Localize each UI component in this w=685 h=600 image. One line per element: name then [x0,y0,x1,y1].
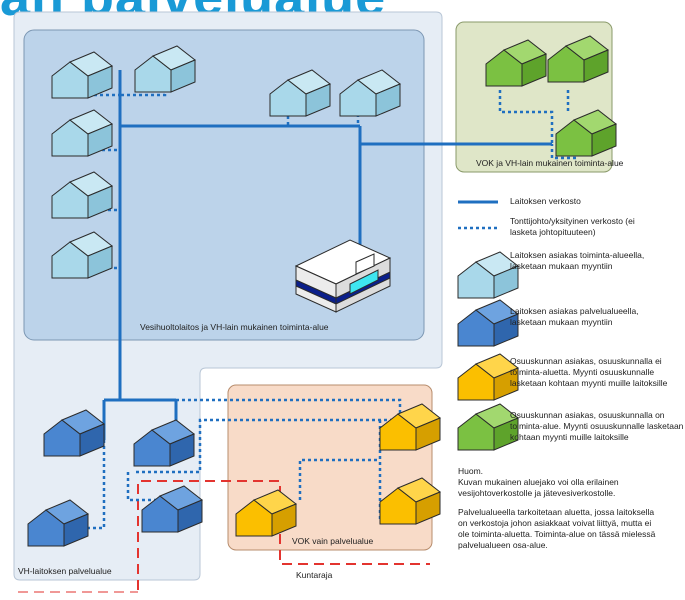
note-line3: vesijohtoverkostolle ja jätevesiverkosto… [458,488,616,498]
legend-orange-house-icon [457,353,519,401]
legend-dark-blue-house-icon [457,299,519,347]
vok-service-area-label: VOK vain palvelualue [292,536,374,546]
water-plant-icon [294,239,392,313]
legend-private-network-line2: lasketa johtopituuteen) [510,227,596,237]
legend-private-network-label: Tonttijohto/yksityinen verkosto (ei lask… [510,216,635,238]
green-houses [485,35,617,157]
note-line2: Kuvan mukainen aluejako voi olla erilain… [458,477,619,487]
legend-light-blue-house-icon [457,251,519,299]
service-area-label: VH-laitoksen palvelualue [18,566,112,576]
note-line5: on verkostoja johon asiakkaat voivat lii… [458,518,652,528]
legend-orange-label: Osuuskunnan asiakas, osuuskunnalla ei to… [510,356,667,389]
note-block: Huom. Kuvan mukainen aluejako voi olla e… [458,466,655,551]
legend-orange-line3: lasketaan kohtaan myynti muille laitoksi… [510,378,668,388]
legend-private-network-line1: Tonttijohto/yksityinen verkosto (ei [510,216,635,226]
legend-light-blue-label: Laitoksen asiakas toiminta-alueella, las… [510,250,644,272]
legend-green-label: Osuuskunnan asiakas, osuuskunnalla on to… [510,410,683,443]
note-line4: Palvelualueella tarkoitetaan aluetta, jo… [458,507,655,517]
legend-dark-blue-line1: Laitoksen asiakas palvelualueella, [510,306,639,316]
note-line1: Huom. [458,466,484,476]
private-network [80,88,576,530]
dark-blue-houses [27,409,203,547]
legend-orange-line1: Osuuskunnan asiakas, osuuskunnalla ei [510,356,662,366]
legend-green-line3: kohtaan myynti muille laitoksille [510,432,629,442]
legend-light-blue-line2: lasketaan mukaan myyntiin [510,261,613,271]
legend-green-house-icon [457,403,519,451]
municipal-border-line [137,480,430,590]
legend-dark-blue-line2: lasketaan mukaan myyntiin [510,317,613,327]
operating-area-label: Vesihuoltolaitos ja VH-lain mukainen toi… [140,322,329,332]
light-blue-houses [51,45,401,279]
legend-orange-line2: toiminta-aluetta. Myynti osuuskunnalle [510,367,655,377]
legend-light-blue-line1: Laitoksen asiakas toiminta-alueella, [510,250,645,260]
legend-network-label: Laitoksen verkosto [510,196,581,206]
legend-dark-blue-label: Laitoksen asiakas palvelualueella, laske… [510,306,639,328]
orange-houses [235,403,441,537]
note-line6: ole toiminta-aluetta. Toiminta-alue on t… [458,529,656,539]
legend-green-line1: Osuuskunnan asiakas, osuuskunnalla on [510,410,665,420]
note-line7: palvelualueen osa-alue. [458,540,548,550]
vok-area-label: VOK ja VH-lain mukainen toiminta-alue [476,158,624,168]
municipal-border-label: Kuntaraja [296,570,333,580]
legend-green-line2: toiminta-alue. Myynti osuuskunnalle lask… [510,421,684,431]
